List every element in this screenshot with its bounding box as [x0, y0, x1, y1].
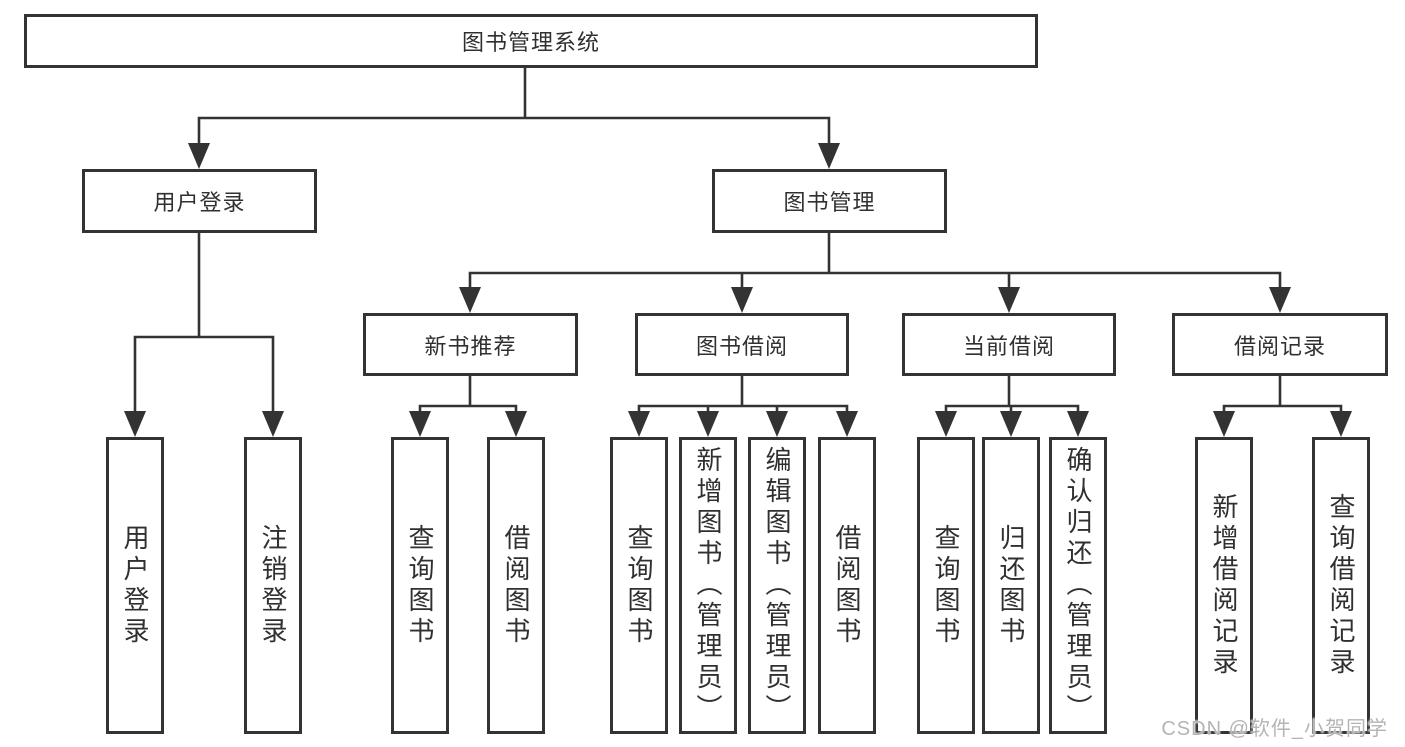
arrowhead: [1269, 287, 1291, 313]
leaf-logout: 注销登录: [244, 437, 302, 734]
arrowhead: [505, 411, 527, 437]
leaf-current-query-books-label: 查询图书: [931, 523, 961, 648]
leaf-recommend-borrow-books: 借阅图书: [487, 437, 545, 734]
wire-new-book-split: [409, 376, 527, 437]
leaf-recommend-borrow-books-label: 借阅图书: [501, 523, 531, 648]
arrowhead: [697, 411, 719, 437]
node-root: 图书管理系统: [24, 14, 1038, 68]
wire-root-split: [188, 67, 840, 169]
leaf-current-confirm-return: 确认归还（管理员）: [1049, 437, 1107, 734]
arrowhead: [935, 411, 957, 437]
node-new-book-recommend: 新书推荐: [363, 313, 578, 376]
arrowhead: [1330, 411, 1352, 437]
arrowhead: [628, 411, 650, 437]
leaf-current-confirm-return-label: 确认归还（管理员）: [1063, 446, 1093, 725]
node-new-book-recommend-label: 新书推荐: [424, 333, 517, 359]
node-root-label: 图书管理系统: [461, 30, 600, 55]
arrowhead: [766, 411, 788, 437]
wire-user-login-split: [124, 233, 284, 437]
arrowhead: [459, 287, 481, 313]
leaf-record-add: 新增借阅记录: [1195, 437, 1253, 734]
node-borrow-records: 借阅记录: [1172, 313, 1388, 376]
arrowhead: [836, 411, 858, 437]
leaf-recommend-query-books: 查询图书: [391, 437, 449, 734]
node-user-login-label: 用户登录: [153, 190, 246, 215]
arrowhead: [1000, 411, 1022, 437]
leaf-borrow-query-books: 查询图书: [610, 437, 668, 734]
arrowhead: [998, 287, 1020, 313]
leaf-current-query-books: 查询图书: [917, 437, 975, 734]
arrowhead: [124, 411, 146, 437]
wire-borrow-record-split: [1213, 376, 1352, 437]
node-current-borrow-label: 当前借阅: [962, 333, 1055, 359]
leaf-borrow-add-books-label: 新增图书（管理员）: [693, 446, 723, 725]
node-book-mgmt-label: 图书管理: [783, 190, 876, 215]
node-borrow-records-label: 借阅记录: [1233, 333, 1326, 359]
leaf-user-login-label: 用户登录: [120, 523, 150, 648]
arrowhead: [262, 411, 284, 437]
node-book-borrow-label: 图书借阅: [695, 333, 788, 359]
node-user-login: 用户登录: [82, 169, 317, 233]
node-book-borrow: 图书借阅: [635, 313, 849, 376]
leaf-user-login: 用户登录: [106, 437, 164, 734]
leaf-borrow-edit-books-label: 编辑图书（管理员）: [762, 446, 792, 725]
arrowhead: [1067, 411, 1089, 437]
arrowhead: [1213, 411, 1235, 437]
leaf-logout-label: 注销登录: [258, 523, 288, 648]
leaf-borrow-borrow-books: 借阅图书: [818, 437, 876, 734]
arrowhead: [188, 143, 210, 169]
wire-book-mgmt-split: [459, 233, 1291, 313]
leaf-recommend-query-books-label: 查询图书: [405, 523, 435, 648]
arrowhead: [818, 143, 840, 169]
node-current-borrow: 当前借阅: [902, 313, 1116, 376]
leaf-record-add-label: 新增借阅记录: [1209, 492, 1239, 679]
leaf-borrow-borrow-books-label: 借阅图书: [832, 523, 862, 648]
node-book-mgmt: 图书管理: [712, 169, 947, 233]
watermark: CSDN @软件_小贺同学: [1161, 718, 1388, 740]
leaf-record-query: 查询借阅记录: [1312, 437, 1370, 734]
leaf-borrow-edit-books: 编辑图书（管理员）: [748, 437, 806, 734]
leaf-borrow-add-books: 新增图书（管理员）: [679, 437, 737, 734]
leaf-borrow-query-books-label: 查询图书: [624, 523, 654, 648]
wire-current-borrow-split: [935, 376, 1089, 437]
leaf-current-return-books: 归还图书: [982, 437, 1040, 734]
wire-book-borrow-split: [628, 376, 858, 437]
leaf-current-return-books-label: 归还图书: [996, 523, 1026, 648]
arrowhead: [409, 411, 431, 437]
leaf-record-query-label: 查询借阅记录: [1326, 492, 1356, 679]
arrowhead: [731, 287, 753, 313]
